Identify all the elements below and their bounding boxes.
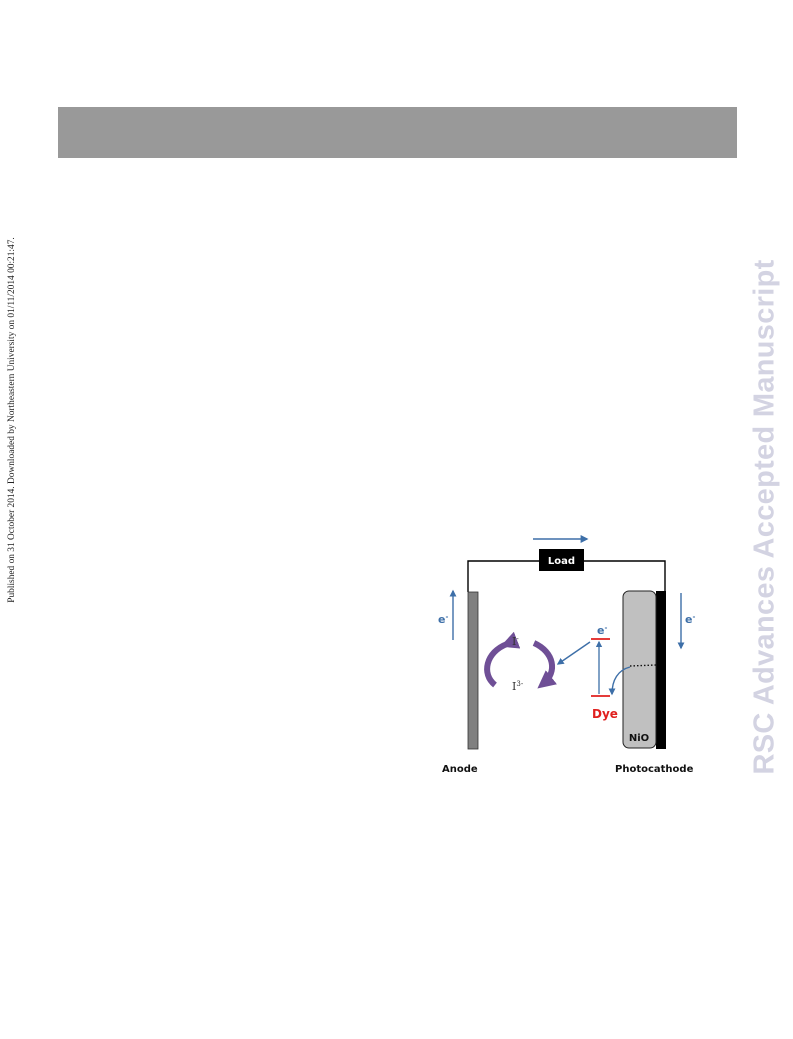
- photocathode-substrate: [656, 591, 666, 749]
- nio-label: NiO: [629, 733, 649, 744]
- triiodide-label: I3-: [512, 680, 524, 693]
- dssc-diagram-svg: Load e- NiO e- e- Dye I- I3-: [438, 535, 695, 750]
- charge-injection-arrow: [608, 666, 631, 696]
- photocathode-label: Photocathode: [615, 764, 694, 775]
- nio-layer: [622, 590, 657, 749]
- publication-note: Published on 31 October 2014. Downloaded…: [7, 237, 17, 603]
- dye-label: Dye: [592, 707, 618, 721]
- anode-electrode: [467, 591, 479, 750]
- electron-label-top: e-: [597, 624, 607, 637]
- redox-cycle-right: [532, 640, 558, 689]
- load-label: Load: [548, 556, 575, 567]
- regeneration-arrow: [556, 641, 591, 665]
- electron-label-left: e-: [438, 613, 448, 626]
- anode-label: Anode: [442, 764, 478, 775]
- nio-valence-band: [629, 664, 657, 667]
- header-bar: [58, 107, 737, 158]
- dssc-diagram: Load e- NiO e- e- Dye I- I3- Anode Photo: [420, 528, 720, 778]
- redox-cycle-left: [484, 631, 521, 688]
- electron-label-right: e-: [685, 613, 695, 626]
- watermark: RSC Advances Accepted Manuscript: [748, 259, 781, 775]
- load-box: [539, 549, 584, 571]
- iodide-label: I-: [512, 635, 519, 648]
